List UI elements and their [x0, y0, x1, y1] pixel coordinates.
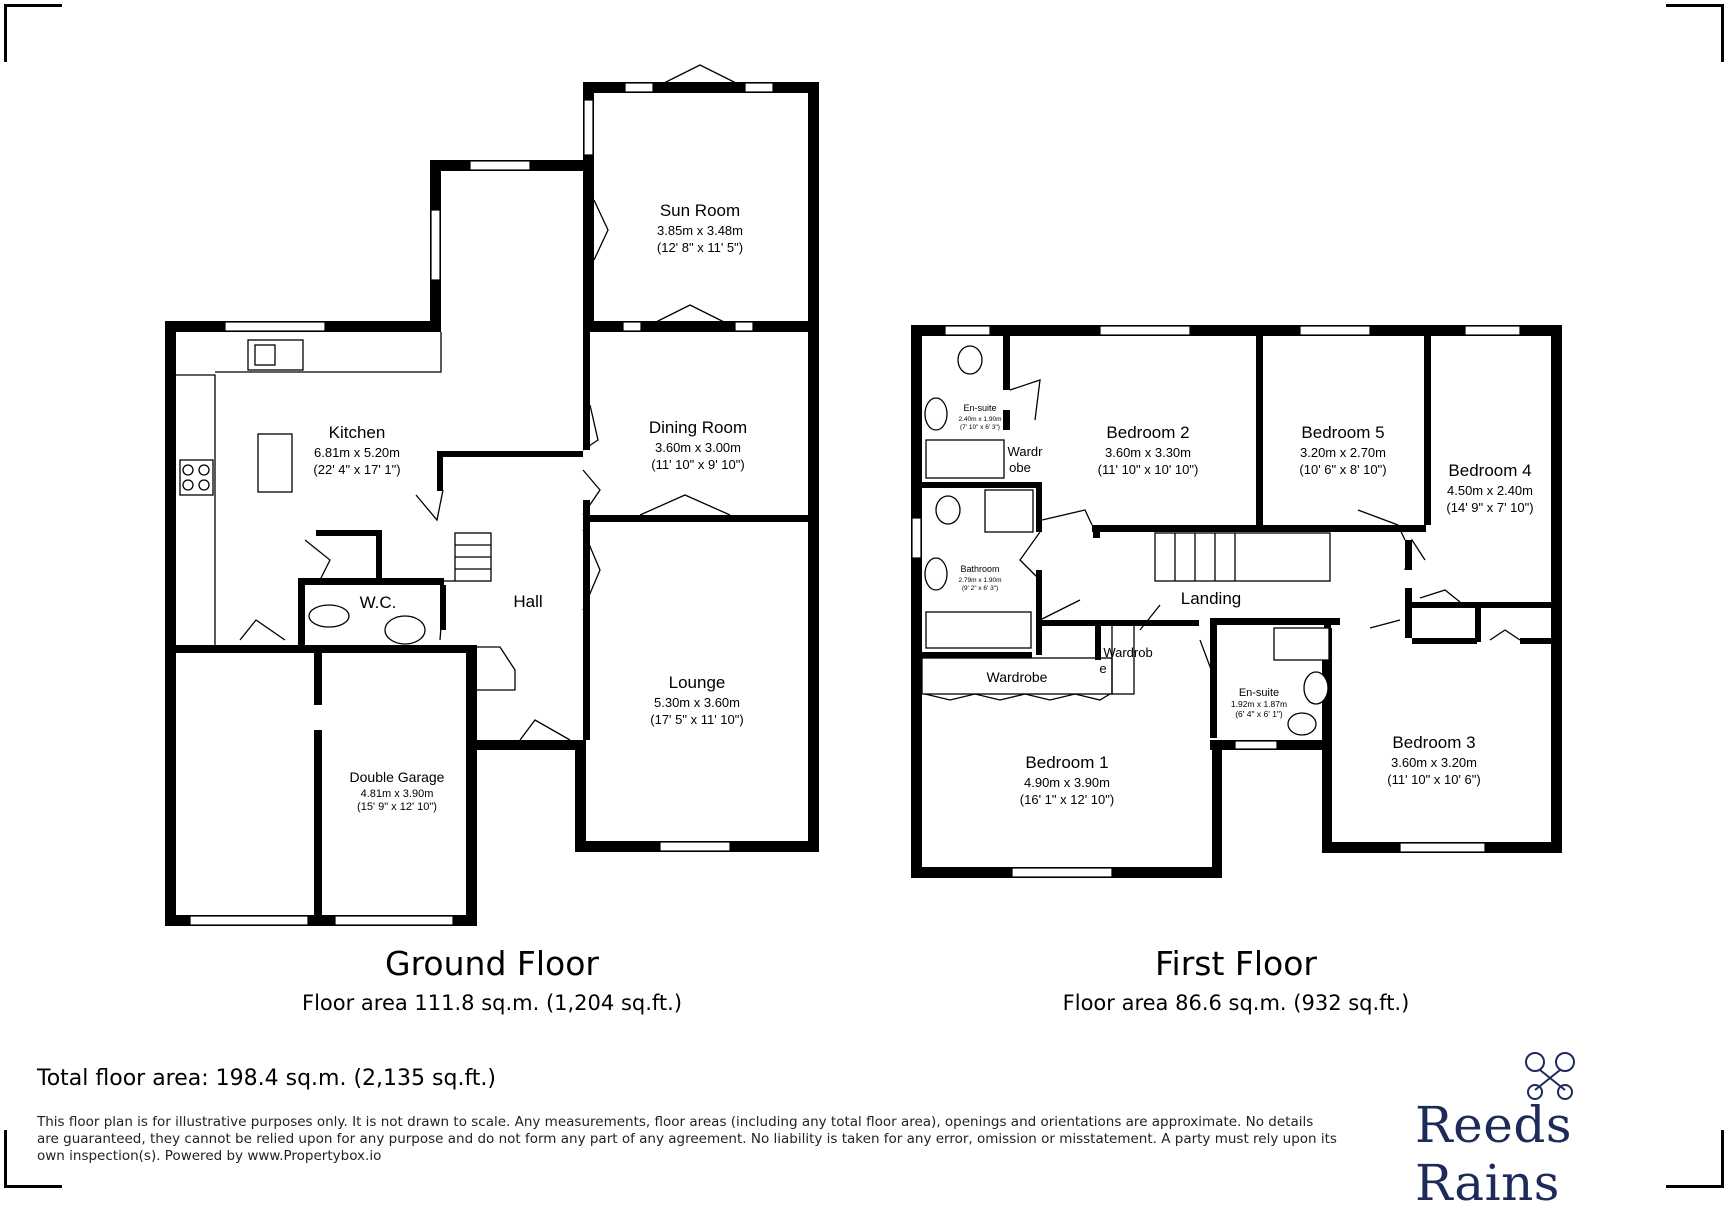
wardrobe-small-label-b: obe	[1009, 460, 1031, 475]
bedroom1-imperial: (16' 1" x 12' 10")	[1020, 792, 1114, 807]
bathroom-label: Bathroom	[960, 564, 999, 574]
landing-stairs	[1154, 532, 1331, 582]
sun-room-imperial: (12' 8" x 11' 5")	[657, 240, 743, 255]
dining-room-imperial: (11' 10" x 9' 10")	[651, 457, 744, 472]
bedroom4-imperial: (14' 9" x 7' 10")	[1446, 500, 1533, 515]
first-floor-windows	[911, 325, 1521, 878]
toilet-icon	[308, 604, 350, 628]
landing-label: Landing	[1181, 589, 1242, 608]
kitchen-imperial: (22' 4" x 17' 1")	[313, 462, 400, 477]
toilet-icon	[1287, 712, 1317, 736]
basin-icon	[384, 615, 426, 645]
kitchen-fixtures	[176, 332, 442, 645]
bedroom2-imperial: (11' 10" x 10' 10")	[1098, 462, 1199, 477]
hall-label: Hall	[513, 592, 542, 611]
bedroom2-label: Bedroom 2	[1106, 423, 1189, 442]
ensuite1-imperial: (7' 10" x 6' 3")	[960, 424, 1000, 431]
shower-tray-icon	[925, 439, 1005, 479]
bedroom4-metric: 4.50m x 2.40m	[1447, 483, 1533, 498]
lounge-metric: 5.30m x 3.60m	[654, 695, 740, 710]
crossed-keys-icon	[1525, 1052, 1575, 1100]
sun-room-metric: 3.85m x 3.48m	[657, 223, 743, 238]
ground-floor-doors	[239, 64, 741, 741]
bedroom5-metric: 3.20m x 2.70m	[1300, 445, 1386, 460]
ensuite2-metric: 1.92m x 1.87m	[1231, 699, 1287, 709]
crop-mark-top-right-v	[1721, 4, 1724, 62]
crop-mark-top-left-h	[4, 4, 62, 7]
toilet-icon	[935, 495, 961, 525]
first-floor-plan: En-suite 2.40m x 1.90m (7' 10" x 6' 3") …	[911, 325, 1562, 1015]
wardrobe-b-label-a: Wardrob	[1103, 645, 1152, 660]
toilet-icon	[957, 345, 983, 375]
wardrobe-small-label-a: Wardr	[1008, 444, 1044, 459]
first-floor-labels: En-suite 2.40m x 1.90m (7' 10" x 6' 3") …	[959, 403, 1534, 1015]
crop-mark-bottom-right-v	[1721, 1130, 1724, 1188]
ground-floor-labels: Sun Room 3.85m x 3.48m (12' 8" x 11' 5")…	[302, 201, 747, 1015]
bedroom2-metric: 3.60m x 3.30m	[1105, 445, 1191, 460]
bedroom3-metric: 3.60m x 3.20m	[1391, 755, 1477, 770]
crop-mark-top-right-h	[1666, 4, 1724, 7]
ensuite2-imperial: (6' 4" x 6' 1")	[1235, 709, 1283, 719]
wardrobe-b-label-b: e	[1099, 661, 1106, 676]
ensuite1-metric: 2.40m x 1.90m	[959, 416, 1002, 423]
dining-room-label: Dining Room	[649, 418, 747, 437]
wardrobe-label: Wardrobe	[987, 669, 1048, 685]
first-floor-title: First Floor	[1155, 944, 1317, 983]
crop-mark-bottom-left-h	[4, 1185, 62, 1188]
lounge-imperial: (17' 5" x 11' 10")	[650, 712, 743, 727]
garage-imperial: (15' 9" x 12' 10")	[357, 801, 437, 813]
bathroom-imperial: (9' 2" x 6' 3")	[962, 585, 998, 592]
hall-stairs	[440, 532, 516, 691]
crop-mark-top-left-v	[4, 4, 7, 62]
bedroom4-label: Bedroom 4	[1448, 461, 1531, 480]
first-floor-area: Floor area 86.6 sq.m. (932 sq.ft.)	[1063, 991, 1410, 1015]
bathroom-metric: 2.79m x 1.90m	[959, 577, 1002, 584]
ground-floor-title: Ground Floor	[385, 944, 599, 983]
ground-floor-windows	[189, 82, 774, 926]
wc-label: W.C.	[360, 593, 397, 612]
disclaimer-text: This floor plan is for illustrative purp…	[37, 1114, 1337, 1164]
ground-floor-plan: Sun Room 3.85m x 3.48m (12' 8" x 11' 5")…	[165, 64, 819, 1015]
bedroom5-imperial: (10' 6" x 8' 10")	[1299, 462, 1386, 477]
kitchen-island	[257, 433, 293, 493]
ensuite1-label: En-suite	[963, 403, 996, 413]
bedroom5-label: Bedroom 5	[1301, 423, 1384, 442]
shower-icon	[984, 489, 1034, 533]
bath-icon	[925, 611, 1032, 649]
basin-icon	[1303, 671, 1329, 705]
first-floor-bath-fixtures	[924, 345, 1330, 736]
crop-mark-bottom-right-h	[1666, 1185, 1724, 1188]
basin-icon	[924, 557, 948, 591]
garage-metric: 4.81m x 3.90m	[361, 788, 434, 800]
total-floor-area: Total floor area: 198.4 sq.m. (2,135 sq.…	[37, 1066, 497, 1091]
bedroom1-label: Bedroom 1	[1025, 753, 1108, 772]
dining-room-metric: 3.60m x 3.00m	[655, 440, 741, 455]
bedroom3-label: Bedroom 3	[1392, 733, 1475, 752]
ensuite2-label: En-suite	[1239, 687, 1279, 699]
first-floor-wardrobe	[921, 624, 1135, 701]
brand-logo: Reeds Rains	[1415, 1096, 1572, 1212]
ground-floor-area: Floor area 111.8 sq.m. (1,204 sq.ft.)	[302, 991, 682, 1015]
kitchen-label: Kitchen	[329, 423, 386, 442]
crop-mark-bottom-left-v	[4, 1130, 7, 1188]
wc-fixtures	[308, 604, 426, 645]
bedroom1-metric: 4.90m x 3.90m	[1024, 775, 1110, 790]
sun-room-label: Sun Room	[660, 201, 740, 220]
shower-icon	[1273, 627, 1330, 661]
basin-icon	[924, 397, 948, 431]
bedroom3-imperial: (11' 10" x 10' 6")	[1387, 772, 1480, 787]
lounge-label: Lounge	[669, 673, 726, 692]
garage-label: Double Garage	[350, 769, 445, 785]
kitchen-metric: 6.81m x 5.20m	[314, 445, 400, 460]
first-floor-doors	[1009, 379, 1521, 681]
